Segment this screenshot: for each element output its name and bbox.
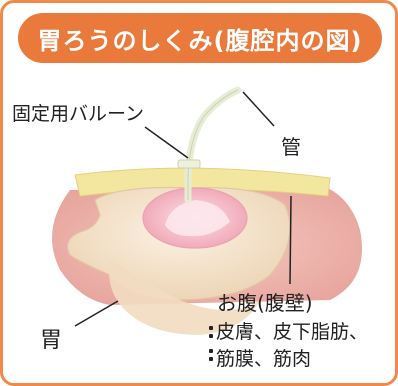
tube-stopper	[177, 159, 201, 169]
balloon-highlight	[165, 200, 230, 237]
abdomen-detail-line-2: 筋膜、筋肉	[216, 348, 312, 370]
abdomen-label: お腹(腹壁)	[217, 291, 313, 315]
colon-dot-3	[209, 349, 213, 353]
colon-dot-4	[209, 357, 213, 361]
stomach-label: 胃	[40, 328, 63, 353]
title-banner: 胃ろうのしくみ(腹腔内の図)	[18, 13, 382, 63]
diagram-title: 胃ろうのしくみ(腹腔内の図)	[37, 26, 363, 55]
colon-dot-1	[209, 326, 213, 330]
stomach-lower-lobe	[109, 260, 260, 335]
balloon-pointer	[144, 126, 189, 159]
tube-pointer	[242, 91, 275, 127]
abdomen-pointer	[289, 195, 292, 285]
balloon-label: 固定用バルーン	[12, 103, 145, 125]
tube-label: 管	[281, 135, 301, 159]
colon-dot-2	[209, 334, 213, 338]
abdomen-detail-line-1: 皮膚、皮下脂肪、	[216, 321, 369, 343]
stomach-pointer	[74, 300, 119, 327]
